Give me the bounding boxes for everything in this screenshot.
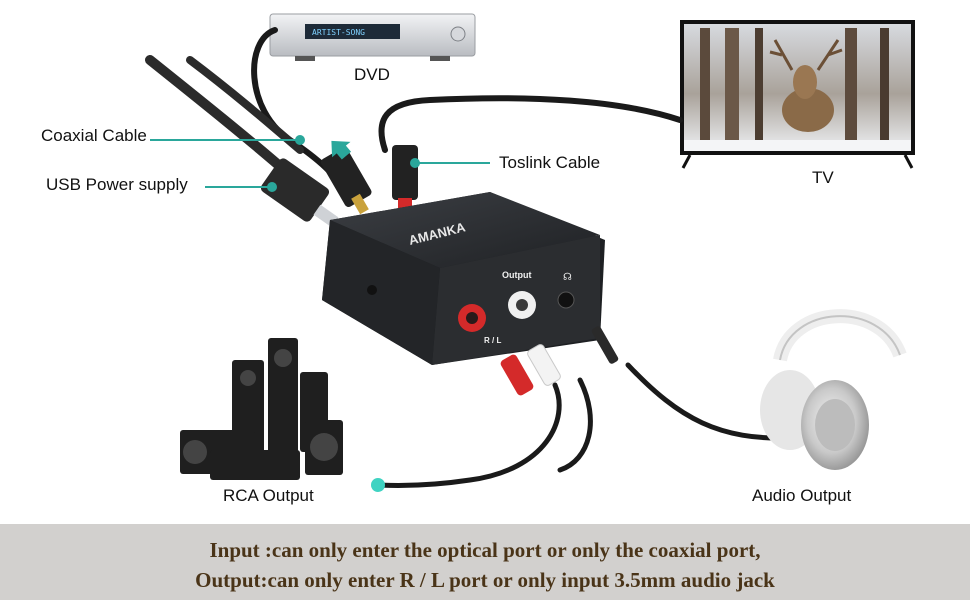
tv — [680, 20, 915, 169]
jack-port — [557, 291, 575, 309]
toslink-plug — [392, 145, 418, 208]
rca-output-label: RCA Output — [223, 486, 314, 505]
output-port-label: Output — [502, 270, 532, 280]
dvd-label: DVD — [354, 65, 390, 84]
headphone-port-icon: ☊ — [563, 272, 572, 283]
audio-output-label: Audio Output — [752, 486, 852, 505]
arrow-icon — [331, 140, 352, 160]
callout-lines — [150, 135, 490, 492]
banner-line-input: Input :can only enter the optical port o… — [209, 538, 761, 562]
coaxial-cable-label: Coaxial Cable — [41, 126, 147, 145]
dvd-display-text: ARTIST-SONG — [312, 28, 365, 37]
headphones — [760, 309, 907, 470]
rl-port-label: R / L — [484, 336, 501, 345]
coaxial-plug — [320, 147, 372, 215]
tv-label: TV — [812, 168, 834, 187]
speaker-set — [180, 338, 343, 480]
converter-box: AMANKA Output ☊ R / L — [322, 192, 605, 365]
banner-line-output: Output:can only enter R / L port or only… — [195, 568, 775, 592]
toslink-cable-label: Toslink Cable — [499, 153, 601, 172]
dvd-player: ARTIST-SONG — [269, 13, 476, 61]
rca-plugs — [500, 326, 619, 396]
usb-power-label: USB Power supply — [46, 175, 188, 194]
info-banner: Input :can only enter the optical port o… — [0, 524, 970, 600]
